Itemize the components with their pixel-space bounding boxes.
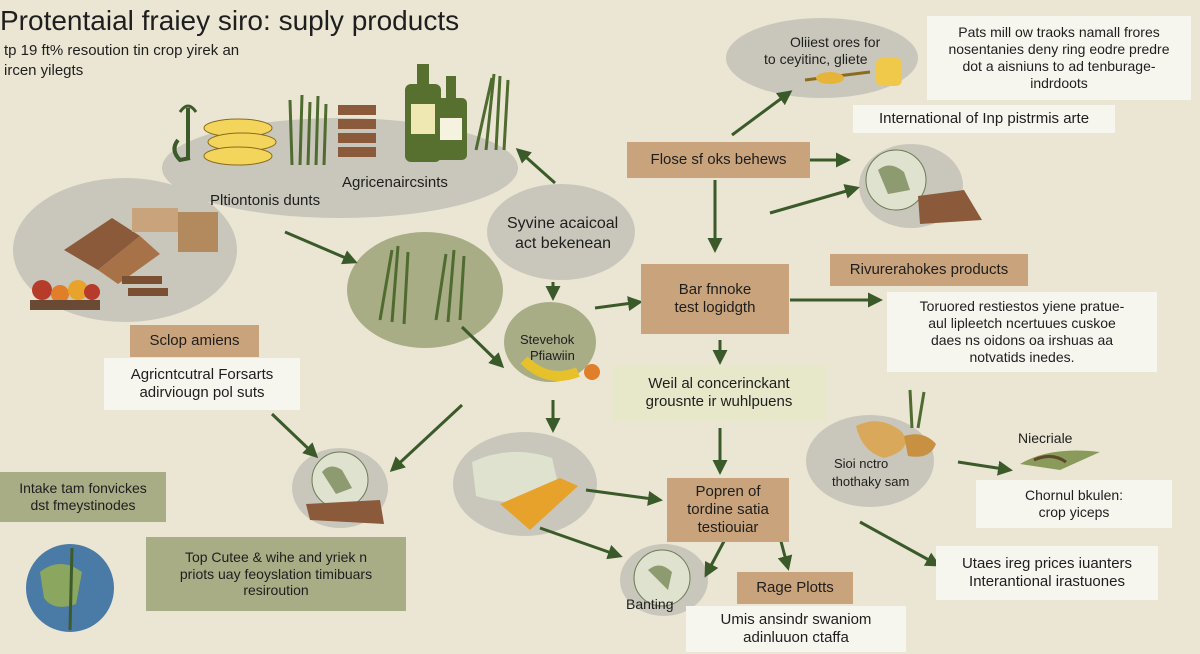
center-bubble-line-1: Syvine acaicoal xyxy=(507,215,619,232)
pepper-icon xyxy=(520,356,600,381)
well-box: Weil al concerinckant grousnte ir wuhlpu… xyxy=(612,365,826,421)
globe-icon xyxy=(865,149,982,224)
wood-icon xyxy=(338,105,376,157)
note-line: indrdoots xyxy=(1030,74,1088,91)
box-line: testiouiar xyxy=(697,519,759,536)
grass-icon xyxy=(288,94,328,166)
box-line: Chornul bkulen: xyxy=(1024,487,1124,504)
note-line: aul lipleetch ncertuues cuskoe xyxy=(928,315,1116,332)
bottle-icon xyxy=(405,64,467,162)
chornul-box: Chornul bkulen: crop yiceps xyxy=(976,480,1172,528)
rage-box: Rage Plotts xyxy=(737,572,853,604)
sini-bubble-line-1: Sioi nctro xyxy=(834,456,889,471)
map-icon xyxy=(472,451,578,530)
box-line: test logidgth xyxy=(674,299,756,316)
note-line: Interantional irastuones xyxy=(969,573,1125,590)
box-line: Agricntcutral Forsarts xyxy=(130,366,274,383)
box-line: adirviougn pol suts xyxy=(139,384,265,401)
note-line: Pats mill ow traoks namall frores xyxy=(958,24,1160,41)
reeds-icon xyxy=(1020,450,1100,470)
center-bubble xyxy=(487,184,635,280)
box-line: dst fmeystinodes xyxy=(30,497,136,513)
flow-box: Flose sf oks behews xyxy=(627,142,810,178)
note-line: dot a aisniuns to ad tenburage- xyxy=(962,58,1156,74)
niecriale-label: Niecriale xyxy=(1018,430,1073,446)
plantations-label: Pltiontonis dunts xyxy=(210,192,321,209)
box-line: grousnte ir wuhlpuens xyxy=(645,393,793,410)
corn-icon xyxy=(203,118,277,166)
intake-box: Intake tam fonvickes dst fmeystinodes xyxy=(0,472,166,522)
oil-bubble xyxy=(726,18,918,98)
oil-bubble-line-2: to ceyitinc, gliete xyxy=(764,51,868,67)
box-line: Popren of xyxy=(695,483,761,500)
topcuee-box: Top Cutee & wihe and yriek n priots uay … xyxy=(146,537,406,611)
page-subtitle-line-2: ircen yilegts xyxy=(4,62,84,79)
rosemary-icon xyxy=(26,544,114,632)
page-title: Protentaial fraiey siro: suply products xyxy=(0,5,460,36)
bar-box: Bar fnnoke test logidgth xyxy=(641,264,789,334)
stevehok-line-1: Stevehok xyxy=(520,332,575,347)
box-line: tordine satia xyxy=(687,501,769,518)
river-box: Rivurerahokes products xyxy=(830,254,1028,286)
right-note: Toruored restiestos yiene pratue- aul li… xyxy=(887,292,1157,372)
crates-icon xyxy=(64,208,218,296)
top-right-note: Pats mill ow traoks namall frores nosent… xyxy=(927,16,1191,100)
agri-forsarts-box: Agricntcutral Forsarts adirviougn pol su… xyxy=(104,358,300,410)
vegetables-icon xyxy=(30,280,100,310)
umis-note: Umis ansindr swaniom adinluuon ctaffa xyxy=(686,606,906,652)
box-line: Intake tam fonvickes xyxy=(19,480,147,497)
sclop-box: Sclop amiens xyxy=(130,325,259,357)
box-line: Weil al concerinckant xyxy=(648,375,790,392)
international-label: International of Inp pistrmis arte xyxy=(853,105,1115,133)
note-line: Toruored restiestos yiene pratue- xyxy=(919,298,1125,315)
note-line: notvatids inedes. xyxy=(969,348,1075,365)
globe-icon xyxy=(633,549,691,607)
popren-box: Popren of tordine satia testiouiar xyxy=(667,478,789,542)
box-line: Top Cutee & wihe and yriek n xyxy=(184,548,368,565)
ginger-icon xyxy=(856,389,936,458)
box-line: resiroution xyxy=(243,582,309,599)
grass-icon xyxy=(378,245,466,325)
banting-label: Banting xyxy=(626,596,674,612)
note-line: Utaes ireg prices iuanters xyxy=(961,555,1133,572)
note-line: daes ns oidons oa irshuas aa xyxy=(930,332,1114,348)
oil-jar-icon xyxy=(804,58,902,86)
note-line: nosentanies deny ring eodre predre xyxy=(948,41,1170,58)
stevehok-line-2: Pfiawiin xyxy=(530,348,575,363)
reeds-icon xyxy=(474,73,510,151)
sini-bubble-line-2: thothaky sam xyxy=(832,474,910,489)
green-bubble xyxy=(347,232,503,348)
flow-arrows xyxy=(270,90,1013,578)
oil-bubble-line-1: Oliiest ores for xyxy=(790,34,881,50)
center-bubble-line-2: act bekenean xyxy=(515,235,612,252)
utaes-note: Utaes ireg prices iuanters Interantional… xyxy=(936,546,1158,600)
agri-bubble-label: Agricenaircsints xyxy=(342,174,448,191)
globe-icon xyxy=(306,451,384,524)
page-subtitle-line-1: tp 19 ft% resoution tin crop yirek an xyxy=(4,42,240,59)
note-line: Umis ansindr swaniom xyxy=(720,611,872,628)
note-line: adinluuon ctaffa xyxy=(743,629,849,646)
box-line: Bar fnnoke xyxy=(678,281,752,298)
tools-icon xyxy=(172,104,198,163)
box-line: priots uay feoyslation timibuars xyxy=(179,565,373,582)
box-line: crop yiceps xyxy=(1038,504,1110,520)
